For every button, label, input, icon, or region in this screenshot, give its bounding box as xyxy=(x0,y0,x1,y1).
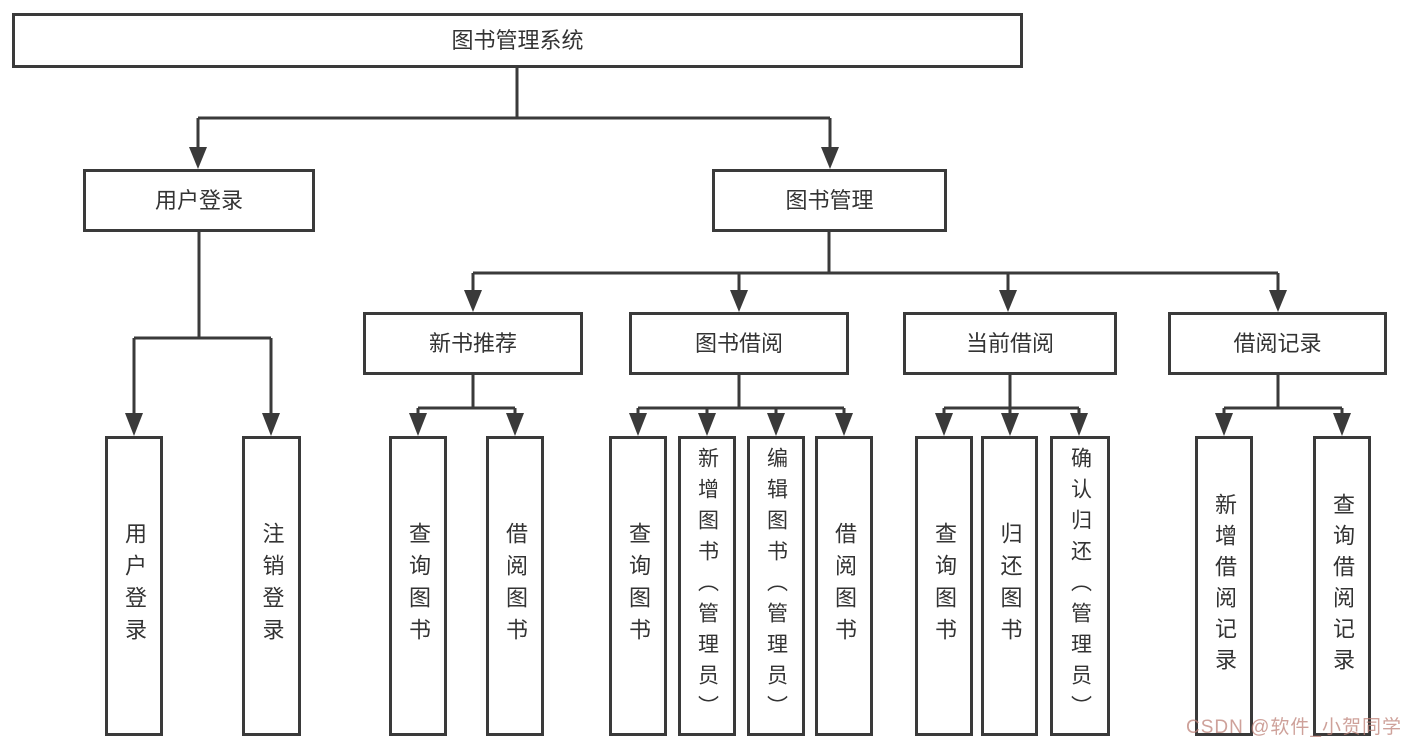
node-logout: 注销登录 xyxy=(242,436,301,736)
node-query-books-current-label: 查询图书 xyxy=(932,522,957,650)
node-confirm-return-admin: 确认归还（管理员） xyxy=(1050,436,1110,736)
node-book-borrowing-label: 图书借阅 xyxy=(694,330,783,356)
node-borrow-books-recommend-label: 借阅图书 xyxy=(503,522,528,650)
connector-current-bus xyxy=(942,375,1081,416)
node-query-borrow-record: 查询借阅记录 xyxy=(1313,436,1371,736)
node-return-books: 归还图书 xyxy=(981,436,1038,736)
connector-root-bus xyxy=(196,68,832,149)
connector-records-bus xyxy=(1222,375,1344,416)
node-user-login-group-label: 用户登录 xyxy=(154,187,243,213)
node-user-login-label: 用户登录 xyxy=(122,522,147,650)
node-confirm-return-admin-label: 确认归还（管理员） xyxy=(1068,446,1092,726)
node-book-management-label: 图书管理 xyxy=(785,187,874,213)
node-user-login-group: 用户登录 xyxy=(83,169,315,232)
node-query-books-recommend-label: 查询图书 xyxy=(406,522,431,650)
node-borrow-books-recommend: 借阅图书 xyxy=(486,436,544,736)
node-borrow-books: 借阅图书 xyxy=(815,436,873,736)
node-borrow-records: 借阅记录 xyxy=(1168,312,1387,375)
node-query-books-recommend: 查询图书 xyxy=(389,436,447,736)
node-logout-label: 注销登录 xyxy=(259,522,285,650)
node-root-label: 图书管理系统 xyxy=(451,27,584,53)
node-query-books-current: 查询图书 xyxy=(915,436,973,736)
node-return-books-label: 归还图书 xyxy=(997,522,1023,650)
node-query-borrow-record-label: 查询借阅记录 xyxy=(1330,493,1355,679)
node-add-book-admin: 新增图书（管理员） xyxy=(678,436,736,736)
arrowheads xyxy=(125,147,1351,436)
node-book-management: 图书管理 xyxy=(712,169,947,232)
node-current-borrowing-label: 当前借阅 xyxy=(965,330,1054,356)
node-root: 图书管理系统 xyxy=(12,13,1023,68)
node-add-borrow-record: 新增借阅记录 xyxy=(1195,436,1253,736)
node-query-books-borrowing: 查询图书 xyxy=(609,436,667,736)
node-new-book-recommend-label: 新书推荐 xyxy=(428,330,517,356)
node-edit-book-admin: 编辑图书（管理员） xyxy=(747,436,805,736)
node-add-book-admin-label: 新增图书（管理员） xyxy=(695,446,719,726)
node-current-borrowing: 当前借阅 xyxy=(903,312,1117,375)
node-book-borrowing: 图书借阅 xyxy=(629,312,849,375)
node-new-book-recommend: 新书推荐 xyxy=(363,312,583,375)
node-query-books-borrowing-label: 查询图书 xyxy=(626,522,651,650)
node-user-login: 用户登录 xyxy=(105,436,163,736)
connector-user-login-bus xyxy=(132,232,273,416)
node-add-borrow-record-label: 新增借阅记录 xyxy=(1212,493,1237,679)
connector-new-book-bus xyxy=(416,375,517,416)
node-edit-book-admin-label: 编辑图书（管理员） xyxy=(764,446,788,726)
connector-book-mgmt-bus xyxy=(471,232,1280,293)
csdn-watermark: CSDN @软件_小贺同学 xyxy=(1186,717,1402,738)
node-borrow-books-label: 借阅图书 xyxy=(832,522,857,650)
node-borrow-records-label: 借阅记录 xyxy=(1233,330,1322,356)
connector-borrowing-bus xyxy=(636,375,846,416)
